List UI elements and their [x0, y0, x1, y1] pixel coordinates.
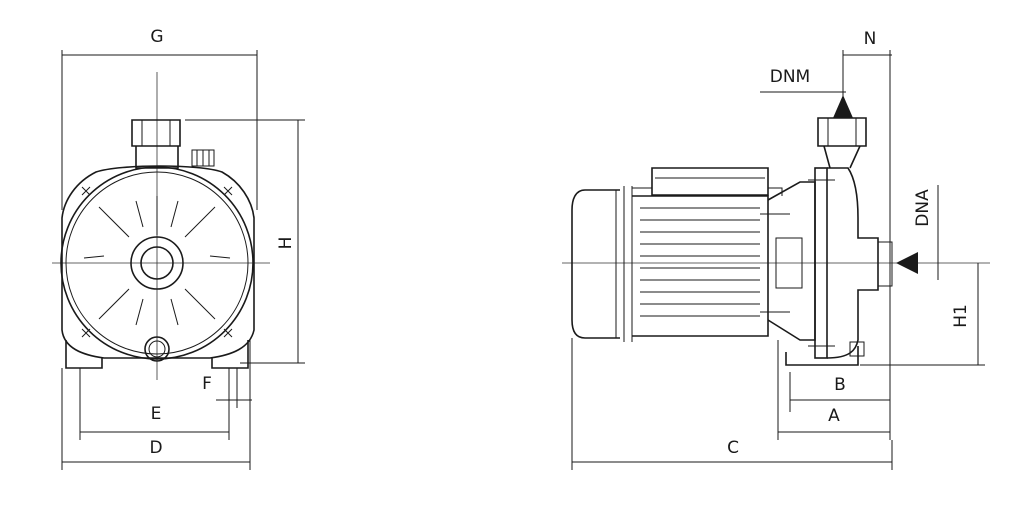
side-outlet-nut: [817, 117, 867, 147]
label-d: D: [149, 438, 162, 458]
motor-body: [632, 195, 769, 337]
label-c: C: [727, 438, 739, 458]
outlet-arrow: [833, 95, 853, 118]
front-view: G: [52, 27, 305, 470]
terminal-box: [651, 167, 769, 196]
pump-body-outline: [61, 165, 255, 359]
label-g: G: [150, 27, 163, 47]
pump-bracket: [767, 181, 816, 341]
inlet-flange: [877, 241, 893, 287]
label-h: H: [276, 237, 296, 250]
side-foot: [785, 346, 859, 366]
corner-bolts: [81, 186, 233, 338]
label-h1: H1: [951, 304, 971, 328]
inlet-arrow: [896, 252, 918, 274]
foot-right: [211, 340, 249, 369]
pump-flange: [814, 167, 828, 359]
side-view: DNM N DNA H1 B A C: [562, 29, 990, 470]
impeller-ribs: [83, 196, 231, 326]
inlet-inner-circle: [140, 246, 174, 280]
bracket-window: [775, 237, 803, 289]
label-a: A: [828, 406, 840, 426]
label-n: N: [864, 29, 877, 49]
outlet-nut: [131, 119, 181, 147]
label-f: F: [202, 374, 212, 394]
foot-left: [65, 340, 103, 369]
cooling-fins: [640, 207, 760, 317]
outlet-neck: [135, 146, 179, 169]
label-dnm: DNM: [770, 67, 810, 87]
drain-plug: [144, 336, 170, 362]
label-e: E: [151, 404, 162, 424]
volute-outer-circle: [60, 166, 254, 360]
motor-end-cap: [571, 189, 620, 339]
label-dna: DNA: [913, 189, 933, 227]
volute-inner-circle: [65, 171, 249, 355]
inlet-outer-circle: [130, 236, 184, 290]
label-b: B: [834, 375, 846, 395]
volute-side: [826, 167, 879, 359]
side-outlet-neck: [823, 145, 861, 169]
